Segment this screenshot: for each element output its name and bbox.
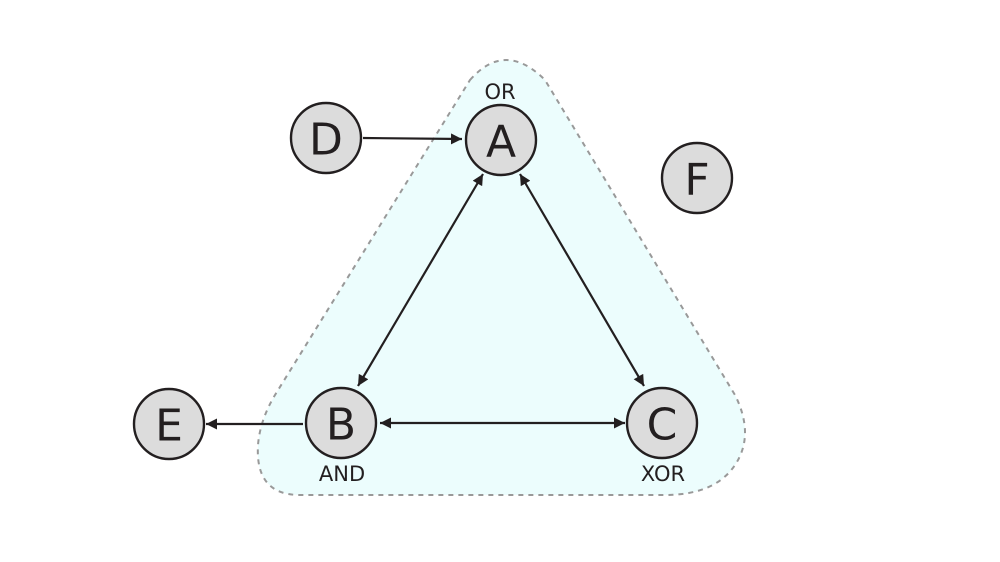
group-region [256, 59, 746, 496]
node-f-circle [660, 141, 734, 215]
node-a-gate-label: OR [484, 80, 515, 104]
edge-a-b [357, 173, 484, 387]
node-d-circle [289, 101, 363, 175]
node-d: D [289, 101, 363, 175]
node-b-letter: B [326, 400, 356, 451]
node-d-letter: D [309, 115, 343, 166]
node-b-circle [304, 386, 378, 460]
node-a: A OR [464, 80, 538, 177]
node-a-letter: A [486, 117, 516, 168]
node-a-circle [464, 103, 538, 177]
node-f-letter: F [684, 155, 709, 206]
node-c-circle [625, 386, 699, 460]
node-e-letter: E [155, 401, 183, 452]
node-f: F [660, 141, 734, 215]
nodes-layer: A OR B AND C XOR D E F [132, 80, 734, 486]
node-c: C XOR [625, 386, 699, 486]
node-b: B AND [304, 386, 378, 486]
node-b-gate-label: AND [319, 462, 365, 486]
node-e: E [132, 387, 206, 461]
edge-d-to-a [362, 133, 463, 145]
node-c-letter: C [647, 400, 678, 451]
node-c-gate-label: XOR [641, 462, 685, 486]
node-e-circle [132, 387, 206, 461]
edge-a-c [519, 173, 645, 387]
edges-layer [206, 133, 645, 430]
